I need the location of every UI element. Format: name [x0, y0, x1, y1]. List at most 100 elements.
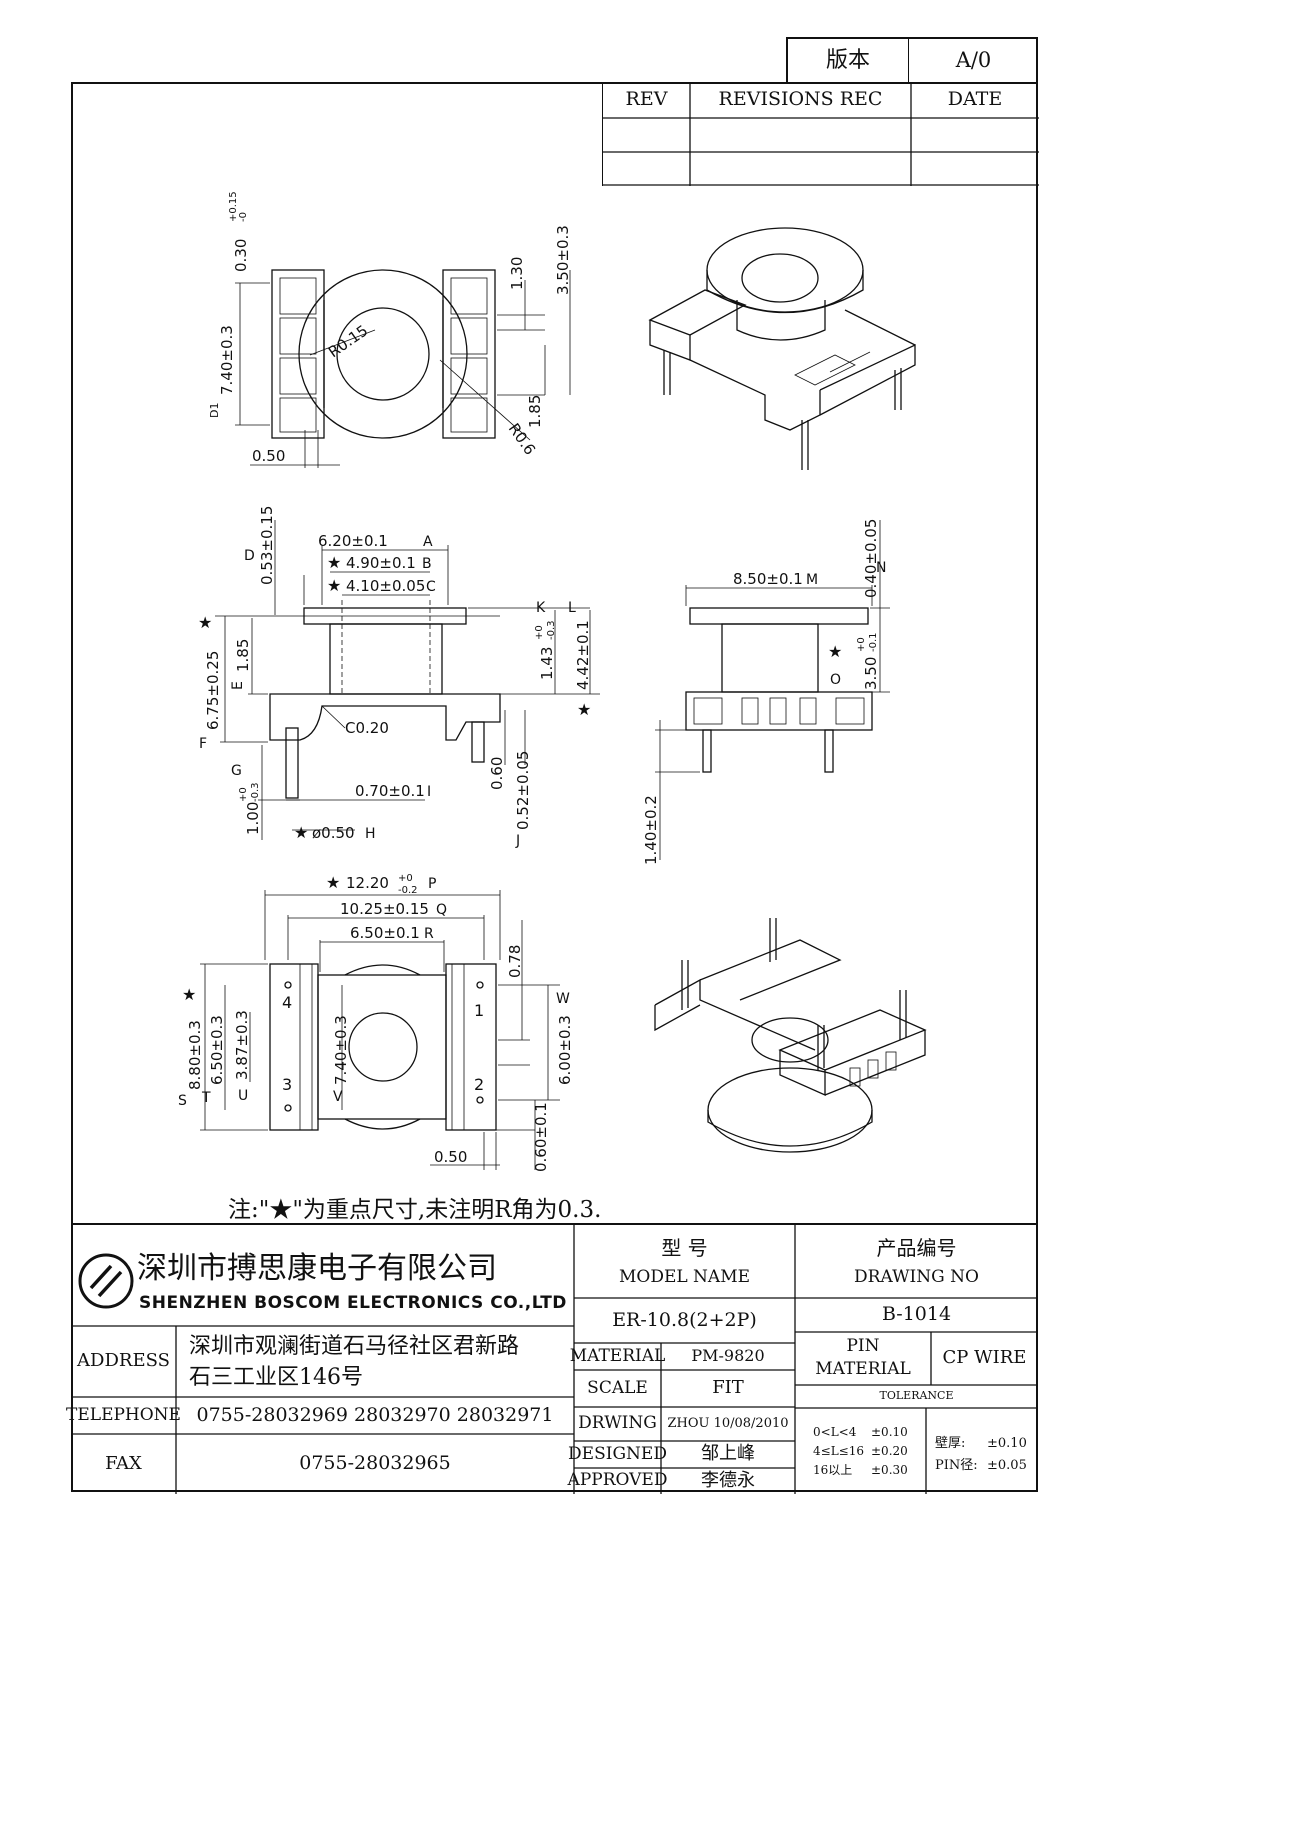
- star-icon: ★: [294, 823, 308, 842]
- dim-3-50-side: 3.50: [862, 657, 880, 690]
- dim-6-50-bottom: 6.50±0.3: [208, 1015, 226, 1085]
- label-l: L: [568, 600, 576, 616]
- title-block: 深圳市搏思康电子有限公司 SHENZHEN BOSCOM ELECTRONICS…: [66, 1223, 1038, 1494]
- revision-table: REV REVISIONS REC DATE: [602, 82, 1039, 186]
- drawing-no-value: B-1014: [881, 1303, 952, 1326]
- star-icon: ★: [327, 553, 341, 572]
- label-d: D: [244, 548, 255, 564]
- approved-value: 李德永: [701, 1469, 755, 1491]
- dim-3-50-plus: +0: [856, 637, 867, 652]
- version-label: 版本: [788, 39, 909, 82]
- isometric-view-bottom: [654, 918, 927, 1153]
- tolerance-value-3: ±0.30: [871, 1463, 908, 1477]
- drawing-value: ZHOU 10/08/2010: [667, 1415, 789, 1431]
- label-d1: D1: [208, 403, 221, 418]
- dim-6-20: 6.20±0.1: [318, 532, 388, 550]
- side-view: 8.50±0.1 M 0.40±0.05 N 3.50 +0 -0.1 ★ O …: [642, 519, 890, 865]
- wall-tolerance-label: 壁厚:: [935, 1436, 966, 1451]
- address-line-1: 深圳市观澜街道石马径社区君新路: [189, 1334, 520, 1359]
- dim-4-10: 4.10±0.05: [346, 577, 425, 595]
- tolerance-label: TOLERANCE: [879, 1389, 954, 1403]
- star-icon: ★: [326, 873, 340, 892]
- dim-c0-20: C0.20: [345, 719, 389, 737]
- address-line-2: 石三工业区146号: [189, 1365, 363, 1390]
- dim-pin-diameter: ø0.50: [312, 824, 355, 842]
- pin-tolerance-label: PIN径:: [935, 1458, 978, 1473]
- fax-value: 0755-28032965: [299, 1452, 451, 1475]
- dim-0-70: 0.70±0.1: [355, 782, 425, 800]
- star-icon: ★: [182, 985, 196, 1004]
- pin-number-1: 1: [474, 1001, 484, 1020]
- dim-3-50: 3.50±0.3: [554, 225, 572, 295]
- telephone-value: 0755-28032969 28032970 28032971: [196, 1403, 554, 1426]
- address-label: ADDRESS: [77, 1350, 170, 1372]
- dim-4-90: 4.90±0.1: [346, 554, 416, 572]
- dim-1-43-plus: +0: [534, 625, 545, 640]
- note: 注:"★"为重点尺寸,未注明R角为0.3.: [228, 1197, 602, 1223]
- model-label-en: MODEL NAME: [618, 1267, 751, 1288]
- label-a: A: [423, 534, 433, 550]
- dim-12-20: 12.20: [346, 874, 389, 892]
- dim-1-40: 1.40±0.2: [642, 795, 660, 865]
- dim-4-42: 4.42±0.1: [574, 620, 592, 690]
- tolerance-range-3: 16以上: [813, 1463, 853, 1477]
- company-logo-icon: [78, 1253, 134, 1309]
- dim-1-85-front: 1.85: [234, 639, 252, 672]
- star-icon: ★: [198, 613, 212, 632]
- drawing-no-label-en: DRAWING NO: [854, 1267, 979, 1288]
- dim-12-20-minus: -0.2: [398, 885, 418, 896]
- label-c: C: [426, 579, 436, 595]
- dim-0-60: 0.60: [488, 757, 506, 790]
- designed-label: DESIGNED: [568, 1443, 667, 1464]
- dim-0-30: 0.30: [232, 239, 250, 272]
- label-r: R: [424, 926, 434, 942]
- version-box: 版本 A/0: [786, 37, 1038, 82]
- drawing-no-label-cn: 产品编号: [876, 1235, 957, 1260]
- tolerance-range-2: 4≤L≤16: [813, 1444, 864, 1458]
- telephone-label: TELEPHONE: [66, 1404, 181, 1425]
- label-q: Q: [436, 902, 447, 918]
- dim-6-00: 6.00±0.3: [556, 1015, 574, 1085]
- dim-1-85: 1.85: [526, 395, 544, 428]
- pin-material-label-line-1: PIN: [846, 1336, 880, 1356]
- dim-10-25: 10.25±0.15: [340, 900, 429, 918]
- star-icon: ★: [828, 642, 842, 661]
- dim-0-40: 0.40±0.05: [862, 519, 880, 598]
- scale-value: FIT: [712, 1377, 744, 1399]
- fax-label: FAX: [105, 1452, 142, 1474]
- dim-1-00-minus: -0.3: [250, 782, 261, 802]
- material-label: MATERIAL: [569, 1345, 666, 1366]
- dim-7-40: 7.40±0.3: [218, 325, 236, 395]
- label-m: M: [806, 572, 818, 588]
- pin-number-3: 3: [282, 1075, 292, 1094]
- revisions-rec-header: REVISIONS REC: [718, 88, 883, 111]
- label-o: O: [830, 672, 841, 688]
- drawing-frame: [71, 82, 1038, 1492]
- tolerance-range-1: 0<L<4: [813, 1425, 857, 1439]
- company-name-en: SHENZHEN BOSCOM ELECTRONICS CO.,LTD: [139, 1293, 567, 1314]
- scale-label: SCALE: [587, 1377, 648, 1398]
- label-s: S: [178, 1093, 187, 1109]
- rev-header: REV: [625, 88, 668, 111]
- star-icon: ★: [327, 576, 341, 595]
- address-value: 深圳市观澜街道石马径社区君新路 石三工业区146号: [189, 1331, 574, 1395]
- pin-material-value: CP WIRE: [942, 1347, 1027, 1369]
- designed-value: 邹上峰: [701, 1443, 755, 1465]
- label-e: E: [230, 681, 246, 690]
- tolerance-value-1: ±0.10: [871, 1425, 908, 1439]
- dim-1-43: 1.43: [538, 647, 556, 680]
- dim-0-30-plus: +0.15: [228, 191, 239, 222]
- technical-drawing: 0.30 +0.15 -0 1.30 3.50±0.3 7.40±0.3 D1 …: [178, 191, 927, 1172]
- dim-0-50-bottom: 0.50: [434, 1148, 467, 1166]
- label-f: F: [199, 736, 207, 752]
- isometric-view-top: [648, 227, 916, 470]
- dim-8-50: 8.50±0.1: [733, 570, 803, 588]
- label-k: K: [536, 600, 546, 616]
- dim-1-00: 1.00: [244, 802, 262, 835]
- dim-1-30: 1.30: [508, 257, 526, 290]
- label-h: H: [365, 826, 376, 842]
- bottom-view: ★ 12.20 +0 -0.2 P 10.25±0.15 Q 6.50±0.1 …: [178, 873, 574, 1172]
- model-value: ER-10.8(2+2P): [612, 1308, 757, 1331]
- tolerance-value-2: ±0.20: [871, 1444, 908, 1458]
- dim-0-60: 0.60±0.1: [532, 1102, 550, 1172]
